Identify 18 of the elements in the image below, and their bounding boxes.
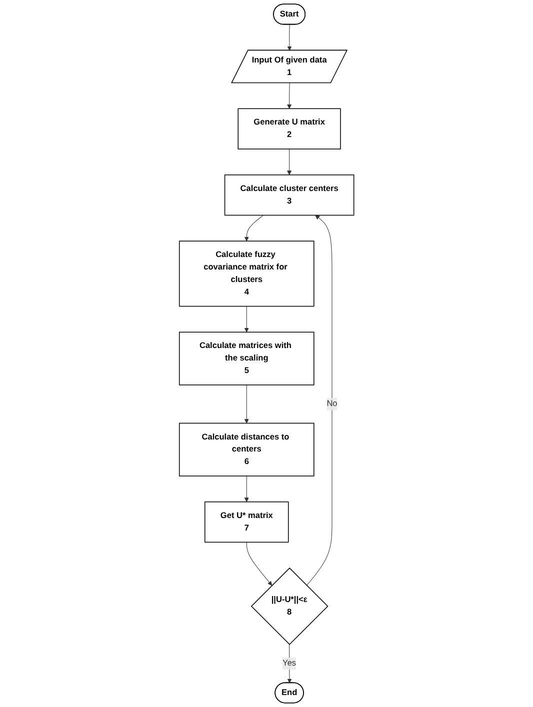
node-box: Generate U matrix 2 bbox=[238, 108, 341, 150]
arrow bbox=[286, 148, 292, 176]
node-box: Calculate matrices with the scaling 5 bbox=[178, 332, 314, 386]
edge-label: Yes bbox=[282, 658, 296, 668]
arrow bbox=[244, 214, 264, 242]
node-box: Calculate cluster centers 3 bbox=[224, 174, 354, 216]
edge-label: No bbox=[326, 399, 338, 408]
node-diamond: ||U-U*||<ε 8 bbox=[250, 568, 328, 645]
node-box: Get U* matrix 7 bbox=[204, 501, 289, 543]
arrow bbox=[244, 476, 249, 502]
arrow bbox=[244, 306, 249, 332]
node-box: Calculate distances to centers 6 bbox=[178, 422, 314, 476]
arrow bbox=[287, 24, 292, 51]
node-box: Calculate fuzzy covariance matrix for clusters 4 bbox=[178, 240, 314, 307]
arrow bbox=[286, 82, 292, 109]
arrow bbox=[246, 542, 272, 586]
arrow bbox=[244, 384, 249, 424]
arrow bbox=[306, 215, 332, 586]
